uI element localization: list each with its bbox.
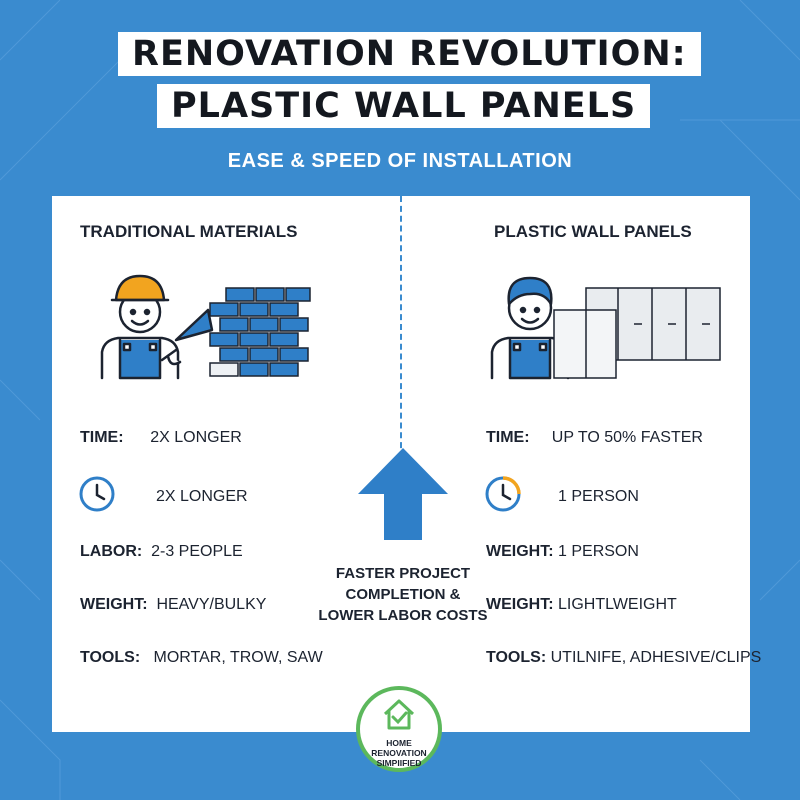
left-heading: TRADITIONAL MATERIALS bbox=[80, 222, 298, 241]
title-line-2: PLASTIC WALL PANELS bbox=[157, 84, 651, 128]
worker-icon bbox=[490, 276, 570, 380]
left-row-time: TIME: 2X LONGER bbox=[80, 429, 242, 446]
right-row-tools: TOOLS: UTILNIFE, ADHESIVE/CLIPS bbox=[486, 649, 762, 666]
title-line-1: RENOVATION REVOLUTION: bbox=[118, 32, 701, 76]
right-heading: PLASTIC WALL PANELS bbox=[494, 222, 692, 241]
right-row-labor: 1 PERSON bbox=[558, 488, 639, 505]
brick-wall-icon bbox=[209, 287, 311, 377]
benefit-message: FASTER PROJECT COMPLETION & LOWER LABOR … bbox=[318, 565, 488, 624]
worker-with-trowel-icon bbox=[100, 274, 214, 380]
right-row-weight-2: WEIGHT: LIGHTLWEIGHT bbox=[486, 596, 677, 613]
left-row-time-2: 2X LONGER bbox=[156, 488, 248, 505]
clock-half-icon bbox=[485, 476, 521, 512]
comparison-panel: TRADITIONAL MATERIALS bbox=[52, 196, 761, 732]
subtitle: EASE & SPEED OF INSTALLATION bbox=[227, 150, 573, 172]
brand-badge: HOME RENOVATION SIMPIIFIED bbox=[356, 686, 442, 772]
clock-icon bbox=[79, 476, 115, 512]
left-row-tools: TOOLS: MORTAR, TROW, SAW bbox=[80, 649, 323, 666]
divider-line bbox=[400, 196, 402, 458]
badge-text: HOME RENOVATION SIMPIIFIED bbox=[371, 738, 427, 768]
house-check-icon bbox=[383, 699, 415, 730]
up-arrow-icon bbox=[358, 448, 448, 540]
left-row-weight: WEIGHT: HEAVY/BULKY bbox=[80, 596, 267, 613]
right-row-time: TIME: UP TO 50% FASTER bbox=[486, 429, 703, 446]
right-row-weight-1: WEIGHT: 1 PERSON bbox=[486, 543, 639, 560]
wall-panels-icon bbox=[553, 287, 721, 379]
left-row-labor: LABOR: 2-3 PEOPLE bbox=[80, 543, 243, 560]
